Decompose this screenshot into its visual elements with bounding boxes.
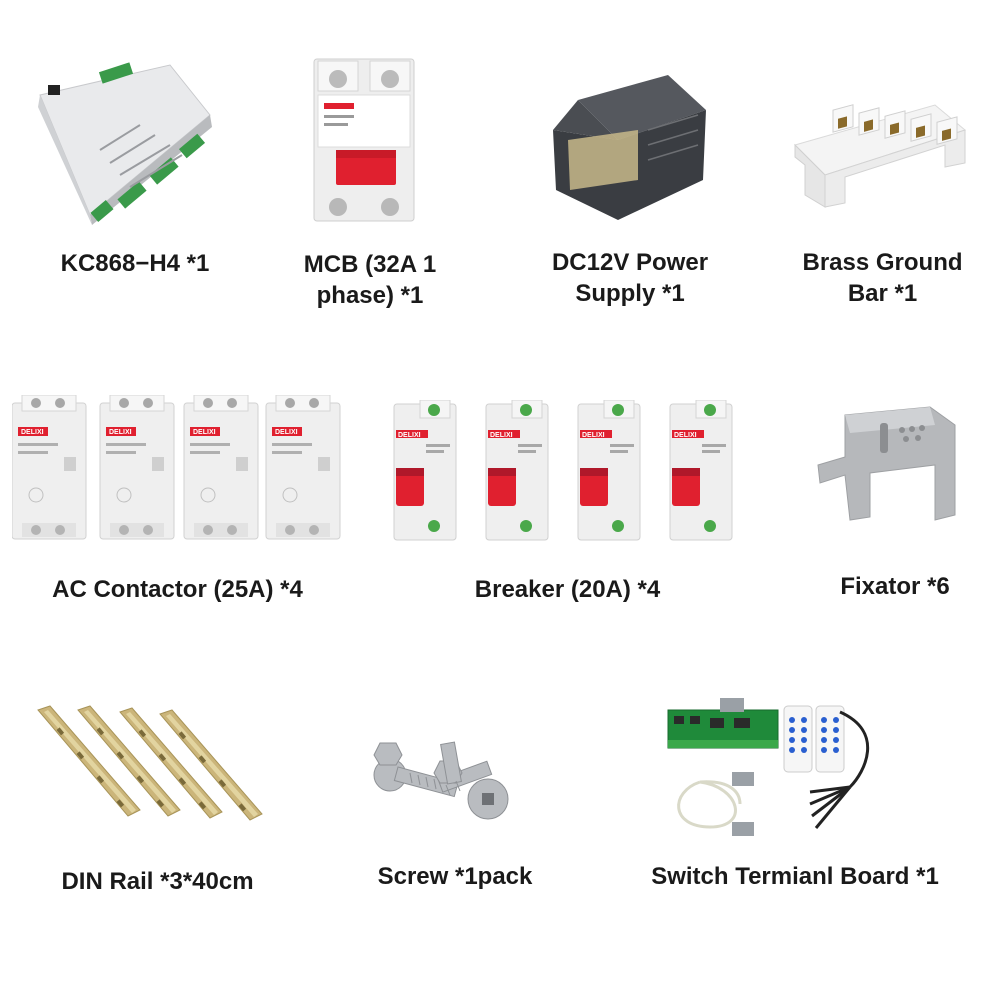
- breaker-brand-1: DELIXI: [398, 432, 421, 439]
- caption-fixator: Fixator *6: [840, 573, 950, 600]
- breaker-20a-image: DELIXI DELIXI DELIXI DELIXI: [393, 400, 733, 541]
- caption-ac-contactor: AC Contactor (25A) *4: [52, 576, 303, 603]
- caption-mcb: MCB (32A 1 phase) *1: [303, 251, 437, 309]
- caption-breaker: Breaker (20A) *4: [474, 576, 661, 603]
- brass-ground-bar-image: [794, 104, 967, 208]
- breaker-brand-4: DELIXI: [674, 432, 697, 439]
- contactor-brand-4: DELIXI: [275, 429, 298, 436]
- dc12v-power-supply-image: [553, 75, 706, 220]
- screw-pack-image: [373, 741, 509, 820]
- ac-contactor-image: DELIXI DELIXI DELIXI DELIXI: [12, 395, 341, 540]
- contactor-brand-3: DELIXI: [193, 429, 216, 436]
- mcb-32a-image: [313, 58, 415, 222]
- caption-kc868-h4: KC868−H4 *1: [60, 250, 210, 277]
- din-rail-image: [37, 705, 263, 821]
- fixator-image: [817, 406, 956, 521]
- caption-screw: Screw *1pack: [377, 863, 533, 890]
- switch-terminal-board-image: [667, 698, 870, 836]
- breaker-brand-2: DELIXI: [490, 432, 513, 439]
- contactor-brand-1: DELIXI: [21, 429, 44, 436]
- caption-switch-terminal-board: Switch Termianl Board *1: [651, 863, 939, 890]
- contactor-brand-2: DELIXI: [109, 429, 132, 436]
- caption-din-rail: DIN Rail *3*40cm: [61, 868, 254, 895]
- breaker-brand-3: DELIXI: [582, 432, 605, 439]
- caption-dc12v-power-supply: DC12V Power Supply *1: [551, 249, 709, 307]
- kc868-h4-controller-image: [38, 62, 212, 225]
- caption-brass-ground-bar: Brass Ground Bar *1: [802, 249, 963, 307]
